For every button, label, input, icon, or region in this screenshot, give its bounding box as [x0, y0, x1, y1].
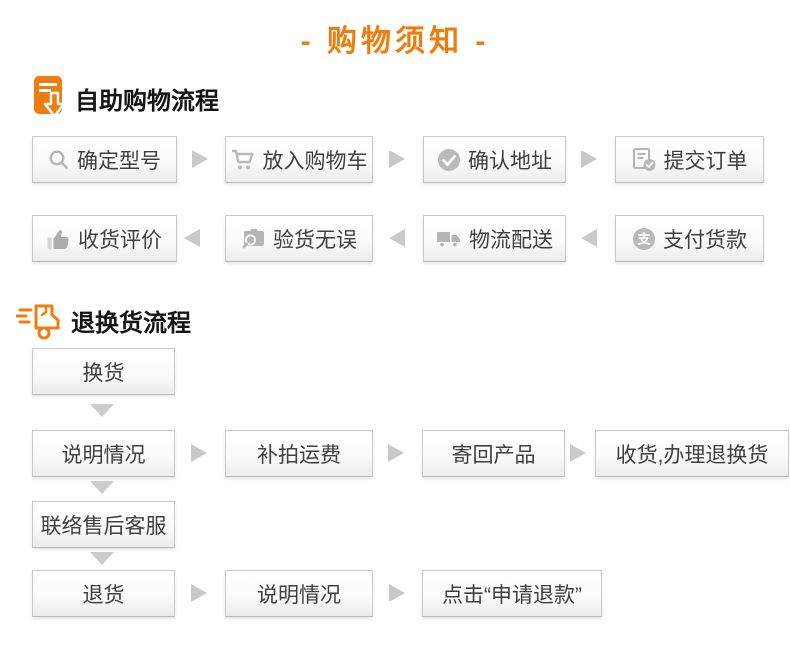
arrow-down-icon: [90, 404, 114, 417]
fast-delivery-icon: [16, 298, 66, 342]
step-label: 点击“申请退款”: [442, 583, 582, 607]
step-label: 补拍运费: [257, 443, 341, 467]
step-return-goods: 退货: [32, 570, 175, 617]
step-label: 收货,办理退换货: [615, 443, 769, 467]
step-exchange: 换货: [32, 348, 175, 395]
order-submit-icon: [632, 147, 657, 172]
step-pay-return-shipping: 补拍运费: [225, 430, 373, 477]
return-flow-heading: 退换货流程: [16, 298, 191, 342]
arrow-right-icon: [581, 150, 597, 168]
shopping-flow-heading-label: 自助购物流程: [75, 87, 219, 115]
cart-icon: [231, 148, 256, 172]
search-icon: [48, 149, 70, 171]
step-label: 支付货款: [663, 228, 747, 252]
step-contact-after-sales: 联络售后客服: [32, 501, 175, 548]
step-receive-review: 收货评价: [32, 215, 177, 262]
arrow-right-icon: [388, 444, 404, 462]
shopping-flow-heading: 自助购物流程: [28, 74, 219, 122]
return-flow-heading-label: 退换货流程: [71, 309, 191, 337]
arrow-down-icon: [90, 481, 114, 494]
order-note-icon: [28, 74, 70, 122]
step-label: 确定型号: [77, 149, 161, 173]
arrow-right-icon: [191, 584, 207, 602]
arrow-right-icon: [389, 584, 405, 602]
truck-icon: [436, 228, 462, 250]
step-label: 换货: [82, 361, 125, 385]
step-label: 说明情况: [61, 443, 146, 467]
check-circle-icon: [437, 148, 461, 172]
step-inspect-goods: 验货无误: [225, 215, 373, 262]
svg-text:支: 支: [636, 231, 651, 246]
arrow-down-icon: [90, 552, 114, 565]
step-submit-order: 提交订单: [615, 136, 764, 183]
page-title: - 购物须知 -: [300, 25, 490, 58]
arrow-right-icon: [191, 444, 207, 462]
step-label: 放入购物车: [262, 149, 368, 173]
arrow-left-icon: [184, 229, 200, 247]
step-label: 寄回产品: [451, 443, 536, 467]
step-label: 提交订单: [663, 149, 748, 173]
step-label: 退货: [82, 583, 125, 607]
arrow-left-icon: [581, 229, 597, 247]
step-label: 联络售后客服: [40, 514, 167, 538]
arrow-right-icon: [389, 150, 405, 168]
step-label: 物流配送: [469, 228, 553, 252]
step-receive-and-process: 收货,办理退换货: [595, 430, 789, 477]
arrow-left-icon: [389, 229, 405, 247]
step-confirm-model: 确定型号: [32, 136, 177, 183]
step-explain-situation-2: 说明情况: [225, 570, 373, 617]
arrow-right-icon: [570, 444, 586, 462]
thumbs-up-icon: [47, 227, 71, 251]
step-label: 确认地址: [468, 149, 552, 173]
step-logistics: 物流配送: [423, 215, 566, 262]
step-explain-situation: 说明情况: [32, 430, 175, 477]
alipay-icon: 支: [632, 227, 656, 251]
step-click-apply-refund: 点击“申请退款”: [422, 570, 602, 617]
step-add-to-cart: 放入购物车: [225, 136, 373, 183]
step-pay: 支 支付货款: [615, 215, 764, 262]
inspect-icon: [241, 227, 266, 251]
step-label: 说明情况: [257, 583, 341, 607]
arrow-right-icon: [192, 150, 208, 168]
step-confirm-address: 确认地址: [423, 136, 566, 183]
step-label: 收货评价: [78, 228, 162, 252]
step-label: 验货无误: [273, 228, 357, 252]
step-ship-back-product: 寄回产品: [422, 430, 565, 477]
